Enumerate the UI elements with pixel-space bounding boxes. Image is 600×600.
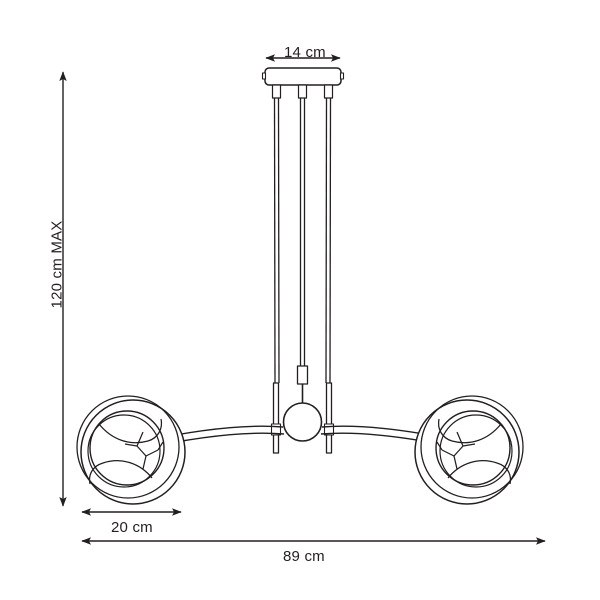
- dimension-label-overall-height: 120 cm MAX: [48, 220, 66, 309]
- lamp-head-left-inner-ring: [89, 410, 165, 486]
- lamp-head-left-facet-c: [136, 431, 159, 457]
- hub-bar-left: [272, 382, 280, 454]
- lamp-head-right-facet-a: [437, 418, 502, 444]
- dimension-label-canopy-width: 14 cm: [284, 44, 326, 61]
- rod-left-edge-a: [273, 97, 276, 384]
- center-rod-coupler: [296, 365, 309, 385]
- lamp-head-left-inner-ring-offset: [87, 414, 161, 488]
- ceiling-canopy: [261, 67, 345, 99]
- lamp-head-right: [414, 395, 524, 505]
- hub-collar-right: [323, 423, 335, 436]
- canopy-plate: [264, 67, 342, 86]
- dimension-label-overall-width: 89 cm: [283, 548, 325, 565]
- canopy-nub-right: [339, 72, 345, 80]
- rod-right-edge-b: [329, 97, 332, 384]
- canopy-nub-left: [261, 72, 267, 80]
- lamp-head-left-facet-e: [142, 455, 147, 470]
- hub-bracket: [270, 382, 335, 454]
- rod-left-edge-b: [277, 97, 280, 384]
- lamp-head-left-outer-ring-offset: [76, 395, 180, 499]
- lamp-head-left-facet-b: [88, 460, 153, 485]
- center-ball-joint: [282, 402, 323, 442]
- lamp-head-right-facet-f: [436, 441, 443, 451]
- suspension-rods: [273, 97, 332, 384]
- lamp-head-right-facet-c: [441, 431, 464, 457]
- dimension-label-shade-diameter: 20 cm: [111, 519, 153, 536]
- rod-sleeve-right: [323, 84, 334, 99]
- lamp-head-right-inner-ring-offset: [439, 414, 513, 488]
- lamp-head-right-facet-e: [453, 455, 458, 470]
- lamp-head-right-outer-ring-offset: [420, 395, 524, 499]
- lamp-head-left-facet-d: [124, 443, 138, 447]
- lamp-head-left-facet-a: [98, 418, 163, 444]
- hub-collar-left: [270, 423, 282, 436]
- lamp-head-left-facet-f: [157, 441, 164, 451]
- lamp-head-right-inner-ring: [435, 410, 511, 486]
- rod-sleeve-center: [297, 84, 308, 99]
- lamp-head-right-facet-b: [447, 460, 512, 485]
- lamp-head-left: [76, 395, 186, 505]
- lamp-head-left-facets: [88, 418, 164, 485]
- rod-right-edge-a: [325, 97, 328, 384]
- hub-bar-right: [325, 382, 333, 454]
- rod-sleeve-left: [271, 84, 282, 99]
- lamp-head-right-facets: [436, 418, 512, 485]
- lamp-head-right-facet-d: [462, 443, 476, 447]
